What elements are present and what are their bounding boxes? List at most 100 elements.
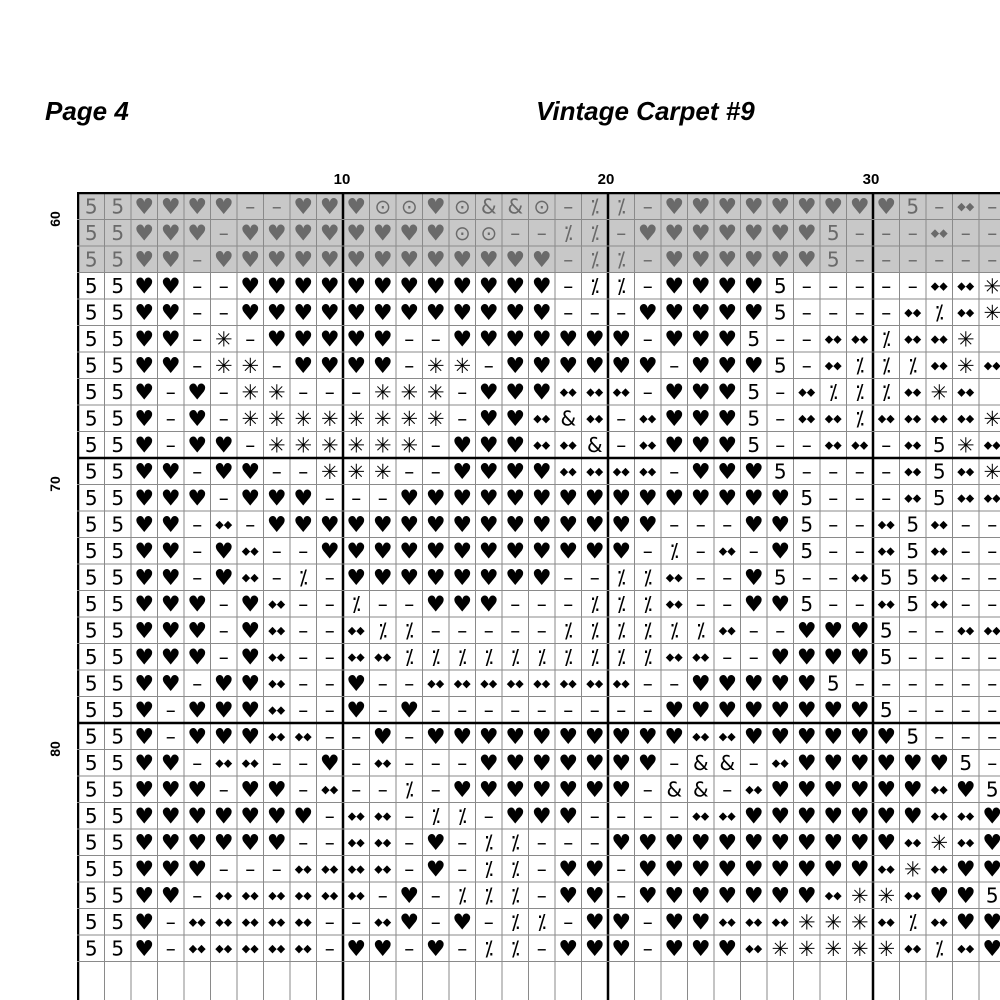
stitch-symbol-diamonds: ◆◆ xyxy=(613,386,630,399)
stitch-symbol-five: 5 xyxy=(747,433,760,457)
stitch-symbol-dash: – xyxy=(563,910,573,934)
stitch-symbol-heart: ♥ xyxy=(717,328,737,353)
stitch-symbol-dash: – xyxy=(961,592,971,616)
stitch-symbol-heart: ♥ xyxy=(664,407,684,432)
stitch-symbol-heart: ♥ xyxy=(797,725,817,750)
stitch-symbol-percent: ⁒ xyxy=(617,618,626,642)
stitch-symbol-dash: – xyxy=(828,459,838,483)
stitch-symbol-heart: ♥ xyxy=(267,301,287,326)
stitch-symbol-heart: ♥ xyxy=(346,195,366,220)
stitch-symbol-heart: ♥ xyxy=(611,354,631,379)
stitch-symbol-diamonds: ◆◆ xyxy=(321,889,338,902)
stitch-symbol-five: 5 xyxy=(774,565,787,589)
stitch-symbol-circle-dot: ⊙ xyxy=(480,221,497,245)
stitch-symbol-heart: ♥ xyxy=(982,858,1000,883)
stitch-symbol-percent: ⁒ xyxy=(590,221,599,245)
stitch-symbol-heart: ♥ xyxy=(585,858,605,883)
stitch-symbol-dash: – xyxy=(378,883,388,907)
stitch-symbol-percent: ⁒ xyxy=(590,274,599,298)
stitch-symbol-heart: ♥ xyxy=(532,805,552,830)
stitch-symbol-heart: ♥ xyxy=(585,752,605,777)
stitch-symbol-heart: ♥ xyxy=(611,831,631,856)
stitch-symbol-five: 5 xyxy=(85,433,98,457)
stitch-symbol-heart: ♥ xyxy=(770,487,790,512)
stitch-symbol-dash: – xyxy=(298,751,308,775)
stitch-symbol-diamonds: ◆◆ xyxy=(613,465,630,478)
stitch-symbol-five: 5 xyxy=(85,645,98,669)
stitch-symbol-dash: – xyxy=(351,910,361,934)
stitch-symbol-heart: ♥ xyxy=(346,275,366,300)
stitch-symbol-asterisk: ✳ xyxy=(983,274,1000,298)
stitch-symbol-dash: – xyxy=(325,618,335,642)
stitch-symbol-diamonds: ◆◆ xyxy=(533,677,550,690)
stitch-symbol-heart: ♥ xyxy=(744,354,764,379)
stitch-symbol-dash: – xyxy=(245,512,255,536)
stitch-symbol-diamonds: ◆◆ xyxy=(242,571,259,584)
stitch-symbol-heart: ♥ xyxy=(585,725,605,750)
stitch-symbol-five: 5 xyxy=(986,883,999,907)
stitch-symbol-heart: ♥ xyxy=(187,434,207,459)
stitch-symbol-heart: ♥ xyxy=(664,328,684,353)
stitch-symbol-five: 5 xyxy=(933,433,946,457)
stitch-symbol-dash: – xyxy=(404,459,414,483)
stitch-symbol-diamonds: ◆◆ xyxy=(825,889,842,902)
stitch-symbol-heart: ♥ xyxy=(505,407,525,432)
stitch-symbol-asterisk: ✳ xyxy=(321,407,339,431)
stitch-symbol-dash: – xyxy=(881,274,891,298)
stitch-symbol-heart: ♥ xyxy=(691,195,711,220)
stitch-symbol-ampersand: & xyxy=(693,777,709,801)
stitch-symbol-diamonds: ◆◆ xyxy=(719,730,736,743)
stitch-symbol-diamonds: ◆◆ xyxy=(825,333,842,346)
stitch-symbol-dash: – xyxy=(616,857,626,881)
stitch-symbol-dash: – xyxy=(325,671,335,695)
stitch-symbol-heart: ♥ xyxy=(399,487,419,512)
stitch-symbol-dash: – xyxy=(669,751,679,775)
stitch-symbol-heart: ♥ xyxy=(452,911,472,936)
stitch-symbol-heart: ♥ xyxy=(558,937,578,962)
stitch-symbol-heart: ♥ xyxy=(505,301,525,326)
stitch-symbol-dash: – xyxy=(192,327,202,351)
stitch-symbol-heart: ♥ xyxy=(717,195,737,220)
stitch-symbol-ampersand: & xyxy=(481,194,497,218)
stitch-symbol-dash: – xyxy=(298,698,308,722)
stitch-symbol-diamonds: ◆◆ xyxy=(904,836,921,849)
column-number-10: 10 xyxy=(333,171,351,188)
stitch-symbol-heart: ♥ xyxy=(664,884,684,909)
stitch-symbol-diamonds: ◆◆ xyxy=(560,439,577,452)
stitch-symbol-heart: ♥ xyxy=(161,513,181,538)
stitch-symbol-dash: – xyxy=(192,300,202,324)
stitch-symbol-dash: – xyxy=(563,247,573,271)
stitch-symbol-asterisk: ✳ xyxy=(241,380,259,404)
stitch-symbol-dash: – xyxy=(325,724,335,748)
stitch-symbol-five: 5 xyxy=(747,327,760,351)
stitch-symbol-five: 5 xyxy=(111,221,124,245)
stitch-symbol-heart: ♥ xyxy=(452,460,472,485)
stitch-symbol-five: 5 xyxy=(906,194,919,218)
stitch-symbol-five: 5 xyxy=(906,539,919,563)
stitch-symbol-heart: ♥ xyxy=(479,381,499,406)
stitch-symbol-heart: ♥ xyxy=(161,354,181,379)
stitch-symbol-percent: ⁒ xyxy=(405,645,414,669)
stitch-symbol-heart: ♥ xyxy=(214,540,234,565)
stitch-symbol-heart: ♥ xyxy=(426,540,446,565)
stitch-symbol-heart: ♥ xyxy=(664,911,684,936)
stitch-symbol-dash: – xyxy=(987,512,997,536)
stitch-symbol-heart: ♥ xyxy=(532,566,552,591)
stitch-symbol-dash: – xyxy=(749,645,759,669)
stitch-symbol-dash: – xyxy=(166,910,176,934)
stitch-symbol-heart: ♥ xyxy=(452,540,472,565)
stitch-symbol-heart: ♥ xyxy=(744,275,764,300)
stitch-symbol-diamonds: ◆◆ xyxy=(957,624,974,637)
stitch-symbol-five: 5 xyxy=(85,512,98,536)
stitch-symbol-dash: – xyxy=(325,592,335,616)
stitch-symbol-heart: ♥ xyxy=(134,407,154,432)
stitch-symbol-dash: – xyxy=(616,698,626,722)
column-number-20: 20 xyxy=(597,171,615,188)
stitch-symbol-diamonds: ◆◆ xyxy=(374,810,391,823)
stitch-symbol-dash: – xyxy=(457,698,467,722)
stitch-symbol-heart: ♥ xyxy=(532,381,552,406)
stitch-symbol-dash: – xyxy=(298,645,308,669)
stitch-symbol-heart: ♥ xyxy=(452,248,472,273)
stitch-symbol-heart: ♥ xyxy=(240,248,260,273)
stitch-symbol-heart: ♥ xyxy=(346,354,366,379)
